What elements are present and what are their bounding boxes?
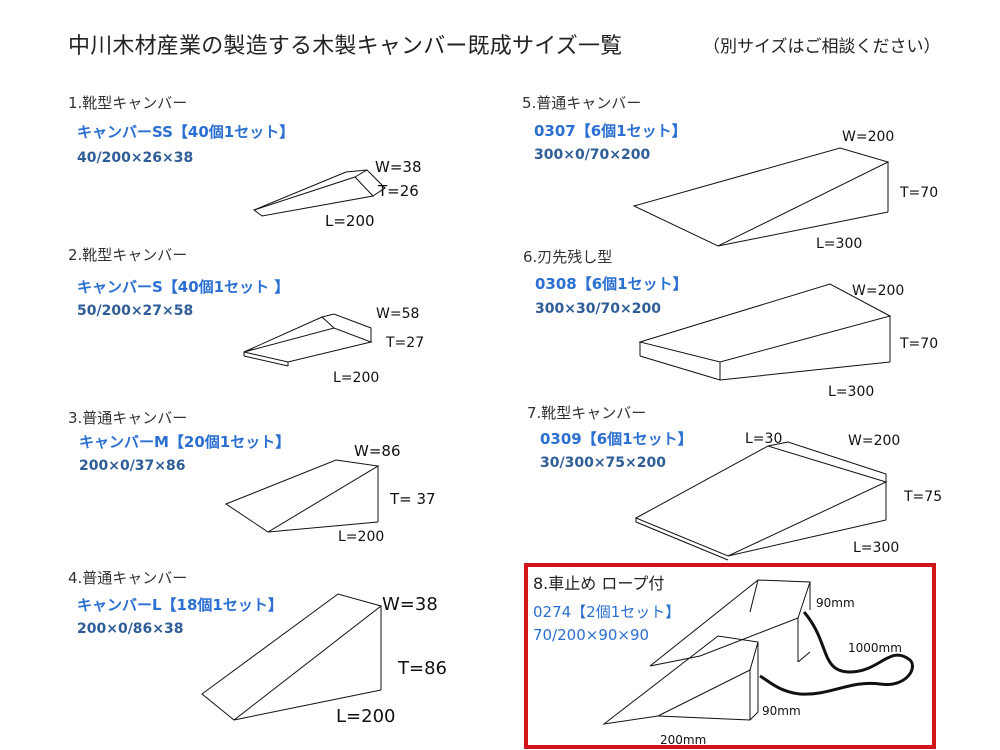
item-4-l: L=200 [336,706,395,727]
item-6-drawing: W=200 T=70 L=300 [638,283,938,400]
item-4-product: キャンバーL【18個1セット】 [77,596,283,614]
item-4-t: T=86 [397,658,447,679]
item-8-h2: 90mm [762,704,801,718]
item-3-dims: 200×0/37×86 [79,458,186,474]
item-7-w: W=200 [848,433,900,449]
item-6-t: T=70 [899,336,938,352]
item-1-t: T=26 [377,182,419,200]
item-8-l: 200mm [660,733,706,747]
item-7-drawing: L=30 W=200 T=75 L=300 [634,431,942,561]
item-6-label: 6.刃先残し型 [523,248,613,266]
item-5-l: L=300 [816,236,862,252]
item-8-h1: 90mm [816,596,855,610]
item-5-product: 0307【6個1セット】 [534,122,687,140]
item-5-t: T=70 [899,185,938,201]
item-1-w: W=38 [375,158,422,176]
item-4-label: 4.普通キャンバー [68,569,188,587]
item-3-w: W=86 [354,442,401,460]
item-8-drawing: 90mm 1000mm 90mm 200mm [602,579,914,747]
item-7-t: T=75 [903,489,942,505]
item-3-l: L=200 [338,529,384,545]
item-2-l: L=200 [333,370,379,386]
page-note: （別サイズはご相談ください） [703,37,941,57]
item-2-label: 2.靴型キャンバー [68,246,188,264]
item-2-product: キャンバーS【40個1セット 】 [77,278,290,296]
item-1-drawing: W=38 T=26 L=200 [252,158,422,230]
item-2-dims: 50/200×27×58 [77,303,194,319]
item-7-label: 7.靴型キャンバー [527,404,647,422]
item-6-product: 0308【6個1セット】 [535,275,688,293]
item-5-dims: 300×0/70×200 [534,147,651,163]
item-8-label: 8.車止め ロープ付 [533,574,665,593]
item-5-w: W=200 [842,129,894,145]
item-3-drawing: W=86 T= 37 L=200 [224,442,436,545]
item-8-product: 0274【2個1セット】 [533,603,681,621]
item-7-dims: 30/300×75×200 [540,455,666,471]
item-4-dims: 200×0/86×38 [77,621,184,637]
item-8-highlight-box [524,563,936,749]
item-7-l2: L=30 [745,431,782,447]
item-2-drawing: W=58 T=27 L=200 [243,306,424,386]
item-8-rope: 1000mm [848,641,902,655]
item-3-label: 3.普通キャンバー [68,409,188,427]
item-7-product: 0309【6個1セット】 [540,430,693,448]
item-5-drawing: W=200 T=70 L=300 [632,129,938,252]
item-6-l: L=300 [828,384,874,400]
item-6-w: W=200 [852,283,904,299]
item-5-label: 5.普通キャンバー [522,94,642,112]
item-1-l: L=200 [325,212,375,230]
item-1-product: キャンバーSS【40個1セット】 [77,123,295,141]
item-8-dims: 70/200×90×90 [533,626,650,644]
item-3-product: キャンバーM【20個1セット】 [79,433,291,451]
item-3-t: T= 37 [389,490,436,508]
item-2-t: T=27 [385,335,424,351]
page-title: 中川木材産業の製造する木製キャンバー既成サイズ一覧 [68,34,623,59]
item-4-drawing: W=38 T=86 L=200 [201,593,447,727]
item-4-w: W=38 [382,594,438,615]
item-2-w: W=58 [376,306,419,322]
item-1-dims: 40/200×26×38 [77,150,194,166]
item-6-dims: 300×30/70×200 [535,301,661,317]
item-7-l: L=300 [853,540,899,556]
item-1-label: 1.靴型キャンバー [68,94,188,112]
